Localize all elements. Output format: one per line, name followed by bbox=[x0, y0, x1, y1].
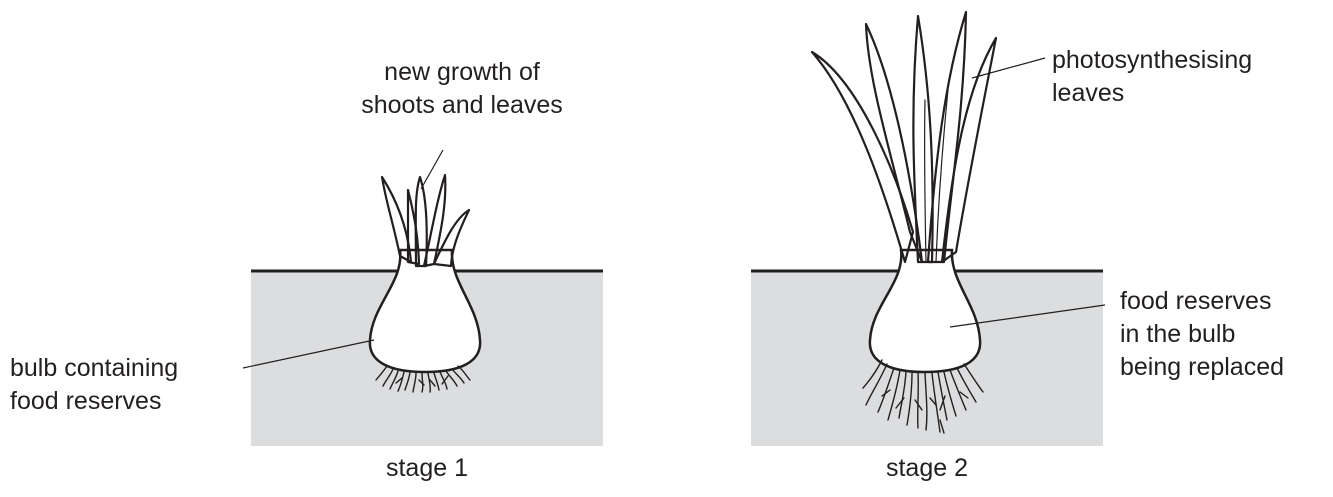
stage-2-leaves-label-line-2: leaves bbox=[1052, 77, 1252, 110]
stage-1-bulb-label-line-2: food reserves bbox=[10, 385, 178, 418]
stage-1-bulb-label-line-1: bulb containing bbox=[10, 352, 178, 385]
stage-1-bulb bbox=[370, 250, 480, 372]
stage-2-caption: stage 2 bbox=[867, 452, 987, 485]
stage-2-leaves-leader bbox=[972, 58, 1045, 78]
stage-2-leaves-label: photosynthesising leaves bbox=[1052, 44, 1252, 110]
stage-1-shoots-leader bbox=[421, 150, 443, 189]
stage-1-caption: stage 1 bbox=[367, 452, 487, 485]
stage-2-bulb bbox=[870, 250, 980, 372]
stage-1-shoots-label: new growth of shoots and leaves bbox=[342, 56, 582, 122]
stage-2-bulb-label: food reserves in the bulb being replaced bbox=[1120, 285, 1284, 384]
stage-1-shoots-label-line-2: shoots and leaves bbox=[342, 89, 582, 122]
stage-2-leaves-label-line-1: photosynthesising bbox=[1052, 44, 1252, 77]
stage-2-leaves bbox=[812, 12, 996, 262]
stage-2-bulb-label-line-1: food reserves bbox=[1120, 285, 1284, 318]
stage-1-bulb-label: bulb containing food reserves bbox=[10, 352, 178, 418]
stage-1-shoots bbox=[382, 175, 469, 266]
stage-1-shoots-label-line-1: new growth of bbox=[342, 56, 582, 89]
stage-2-bulb-label-line-3: being replaced bbox=[1120, 351, 1284, 384]
stage-1-panel bbox=[243, 150, 603, 446]
stage-2-bulb-label-line-2: in the bulb bbox=[1120, 318, 1284, 351]
